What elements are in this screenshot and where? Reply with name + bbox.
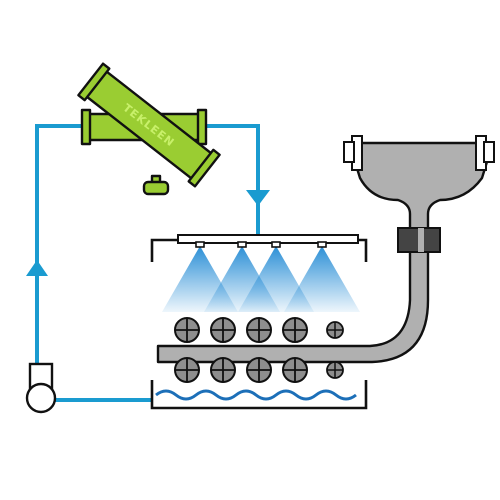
pump	[25, 362, 57, 414]
spray-nozzle	[195, 241, 205, 248]
roller	[246, 357, 272, 383]
roller	[326, 361, 344, 379]
roller	[210, 357, 236, 383]
roller	[246, 317, 272, 343]
roller	[174, 317, 200, 343]
pipe-top-right	[200, 124, 260, 238]
roller	[210, 317, 236, 343]
spray-nozzle	[317, 241, 327, 248]
roller	[282, 317, 308, 343]
upper-rollers	[174, 317, 344, 343]
filter-flush-valve	[142, 174, 170, 196]
spray-nozzle	[271, 241, 281, 248]
spray-header	[177, 234, 359, 244]
roller	[326, 321, 344, 339]
mold-body	[156, 141, 492, 364]
spray-cones	[162, 246, 360, 312]
water-surface	[155, 389, 357, 401]
roller	[174, 357, 200, 383]
chamber-bottom-wall	[150, 380, 368, 410]
casting-mold	[156, 135, 495, 364]
pipe-left-riser	[35, 124, 95, 366]
flow-arrow-down	[246, 190, 270, 206]
cooling-chamber	[150, 234, 368, 410]
spray-nozzle	[237, 241, 247, 248]
roller	[282, 357, 308, 383]
self-cleaning-filter: TEKLEEN	[77, 62, 221, 196]
flow-arrow-up	[26, 260, 48, 276]
